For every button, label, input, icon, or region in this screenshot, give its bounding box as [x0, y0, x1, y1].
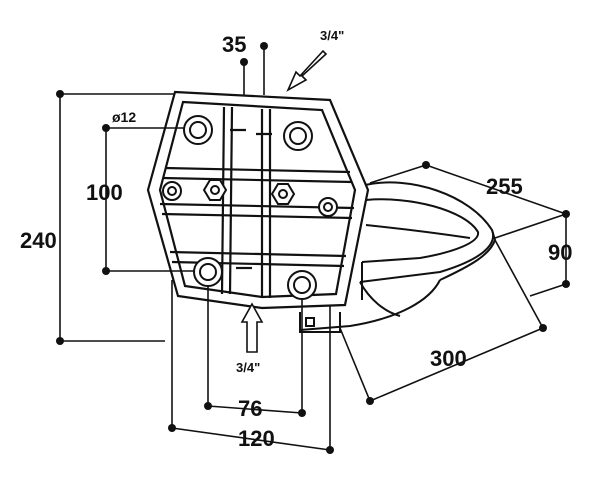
label-hole-diameter: ø12: [112, 109, 136, 125]
hole-mid-right: [318, 197, 338, 217]
water-bowl: [299, 181, 497, 333]
bottom-inlet-arrow: [240, 302, 264, 353]
mounting-holes: [162, 115, 338, 300]
top-inlet-arrow: [286, 49, 328, 92]
label-bottom-inlet: 3/4": [236, 360, 260, 375]
hex-nuts: [202, 179, 296, 205]
label-overall-height: 240: [20, 228, 57, 253]
dimension-dots: [56, 42, 570, 454]
hole-top-right: [283, 121, 313, 151]
label-top-inlet: 3/4": [320, 28, 344, 43]
label-top-width: 35: [222, 32, 246, 57]
hole-bottom-right: [287, 270, 317, 300]
hole-bottom-left: [193, 257, 223, 287]
label-bowl-depth: 255: [486, 174, 523, 199]
label-bowl-length: 300: [430, 346, 467, 371]
label-bowl-height: 90: [548, 240, 572, 265]
dimension-lines: [59, 46, 567, 451]
label-plate-width: 120: [238, 426, 275, 451]
hole-top-left: [183, 115, 213, 145]
hole-mid-left: [162, 181, 182, 201]
label-hole-spacing-horizontal: 76: [238, 396, 262, 421]
label-hole-spacing-vertical: 100: [86, 180, 123, 205]
